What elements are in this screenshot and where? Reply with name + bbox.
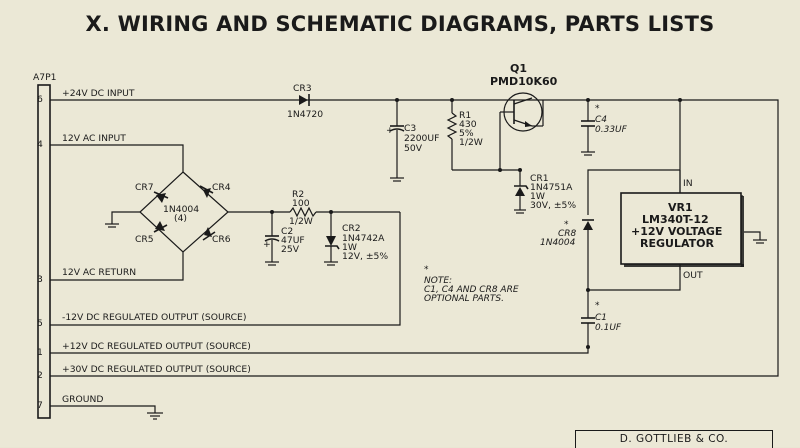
c3-ref: C3 — [404, 123, 416, 134]
note-title: NOTE: — [424, 276, 452, 286]
r2-value: 100 — [292, 198, 310, 209]
r2-ref: R2 — [292, 189, 304, 200]
pin-label-6: 6 — [37, 94, 43, 105]
net-plus12v-output: +12V DC REGULATED OUTPUT (SOURCE) — [50, 341, 589, 354]
zener-cr1: CR1 1N4751A 1W 30V, ±5% — [452, 168, 576, 214]
capacitor-c1: * C1 0.1UF — [581, 290, 622, 349]
net-label-ground: GROUND — [62, 394, 103, 405]
cr2-voltage: 12V, ±5% — [342, 251, 388, 262]
capacitor-c3: + C3 2200UF 50V — [386, 98, 439, 182]
pin-label-2: 2 — [37, 370, 43, 381]
c2-value: 47UF — [281, 235, 305, 246]
q1-part: PMD10K60 — [490, 75, 558, 88]
cr5-ref: CR5 — [135, 234, 154, 245]
cr3-part: 1N4720 — [287, 109, 323, 120]
connector-ref: A7P1 — [33, 72, 57, 83]
net-12v-ac-input: 12V AC INPUT — [50, 133, 184, 172]
vr1-desc2: REGULATOR — [640, 237, 714, 250]
pin-label-7: 7 — [37, 400, 43, 411]
r1-tolerance: 5% — [459, 128, 474, 139]
cr7-ref: CR7 — [135, 182, 154, 193]
cr8-ref: CR8 — [558, 229, 577, 239]
diode-cr8: * CR8 1N4004 — [540, 219, 594, 292]
c3-voltage: 50V — [404, 143, 423, 154]
optional-parts-note: * NOTE: C1, C4 AND CR8 ARE OPTIONAL PART… — [424, 265, 519, 304]
net-label-24v-input: +24V DC INPUT — [62, 88, 135, 99]
r1-ref: R1 — [459, 110, 471, 121]
cr8-mark: * — [564, 220, 569, 230]
negative-rail: R2 100 1/2W + C2 47UF 25V CR2 1N4742A 1W — [50, 189, 401, 326]
c4-mark: * — [595, 104, 600, 114]
net-12v-ac-return: 12V AC RETURN — [50, 252, 184, 281]
q1-ref: Q1 — [510, 62, 527, 75]
net-plus30v-output: +30V DC REGULATED OUTPUT (SOURCE) — [50, 98, 779, 377]
c4-value: 0.33UF — [595, 125, 628, 135]
pin-label-4: 4 — [37, 139, 43, 150]
vr1-in-label: IN — [683, 178, 693, 189]
note-line-2: C1, C4 AND CR8 ARE — [424, 285, 519, 295]
net-label-plus12v: +12V DC REGULATED OUTPUT (SOURCE) — [62, 341, 251, 352]
resistor-r1: R1 430 5% 1/2W — [446, 98, 483, 170]
cr1-power: 1W — [530, 191, 545, 202]
note-mark: * — [424, 265, 429, 275]
net-label-minus12v: -12V DC REGULATED OUTPUT (SOURCE) — [62, 312, 246, 323]
r1-power: 1/2W — [459, 137, 483, 148]
cr2-ref: CR2 — [342, 223, 361, 234]
connector-body — [37, 84, 51, 419]
net-label-12v-ac-return: 12V AC RETURN — [62, 267, 136, 278]
net-label-12v-ac-input: 12V AC INPUT — [62, 133, 126, 144]
pin-label-3: 3 — [37, 274, 43, 285]
svg-text:+: + — [386, 125, 394, 136]
bridge-qty: (4) — [174, 213, 187, 224]
bridge-part: 1N4004 — [163, 204, 199, 215]
note-line-3: OPTIONAL PARTS. — [424, 294, 504, 304]
cr6-ref: CR6 — [212, 234, 231, 245]
regulator-vr1: VR1 LM340T-12 +12V VOLTAGE REGULATOR IN … — [587, 169, 767, 291]
c2-ref: C2 — [281, 226, 293, 237]
vr1-out-label: OUT — [683, 270, 703, 281]
r1-value: 430 — [459, 119, 477, 130]
cr1-voltage: 30V, ±5% — [530, 200, 576, 211]
vr1-part: LM340T-12 — [642, 213, 709, 226]
net-ground: GROUND — [50, 394, 163, 420]
cr8-part: 1N4004 — [540, 238, 576, 248]
net-label-plus30v: +30V DC REGULATED OUTPUT (SOURCE) — [62, 364, 251, 375]
cr1-part: 1N4751A — [530, 182, 573, 193]
vr1-ref: VR1 — [668, 201, 693, 214]
c4-ref: C4 — [595, 115, 607, 125]
cr4-ref: CR4 — [212, 182, 231, 193]
cr1-ref: CR1 — [530, 173, 549, 184]
vr1-desc: +12V VOLTAGE — [631, 225, 722, 238]
pin-label-5: 5 — [37, 318, 43, 329]
cr2-power: 1W — [342, 242, 357, 253]
c3-value: 2200UF — [404, 133, 439, 144]
c1-value: 0.1UF — [595, 323, 622, 333]
r2-power: 1/2W — [289, 216, 313, 227]
cr2-part: 1N4742A — [342, 233, 385, 244]
c1-ref: C1 — [595, 313, 607, 323]
capacitor-c4: * C4 0.33UF — [581, 98, 628, 156]
svg-text:+: + — [263, 239, 271, 250]
company-footer: D. GOTTLIEB & CO. — [575, 430, 773, 448]
bridge-rectifier: CR7 CR4 CR5 CR6 1N4004 (4) — [105, 171, 231, 253]
transistor-q1: Q1 PMD10K60 — [490, 62, 558, 170]
cr3-ref: CR3 — [293, 83, 312, 94]
company-name: D. GOTTLIEB & CO. — [619, 433, 729, 445]
diode-cr3: CR3 1N4720 — [287, 83, 323, 120]
c1-mark: * — [595, 301, 600, 311]
c2-voltage: 25V — [281, 244, 300, 255]
page-title: X. WIRING AND SCHEMATIC DIAGRAMS, PARTS … — [85, 12, 715, 36]
pin-label-1: 1 — [37, 347, 43, 358]
